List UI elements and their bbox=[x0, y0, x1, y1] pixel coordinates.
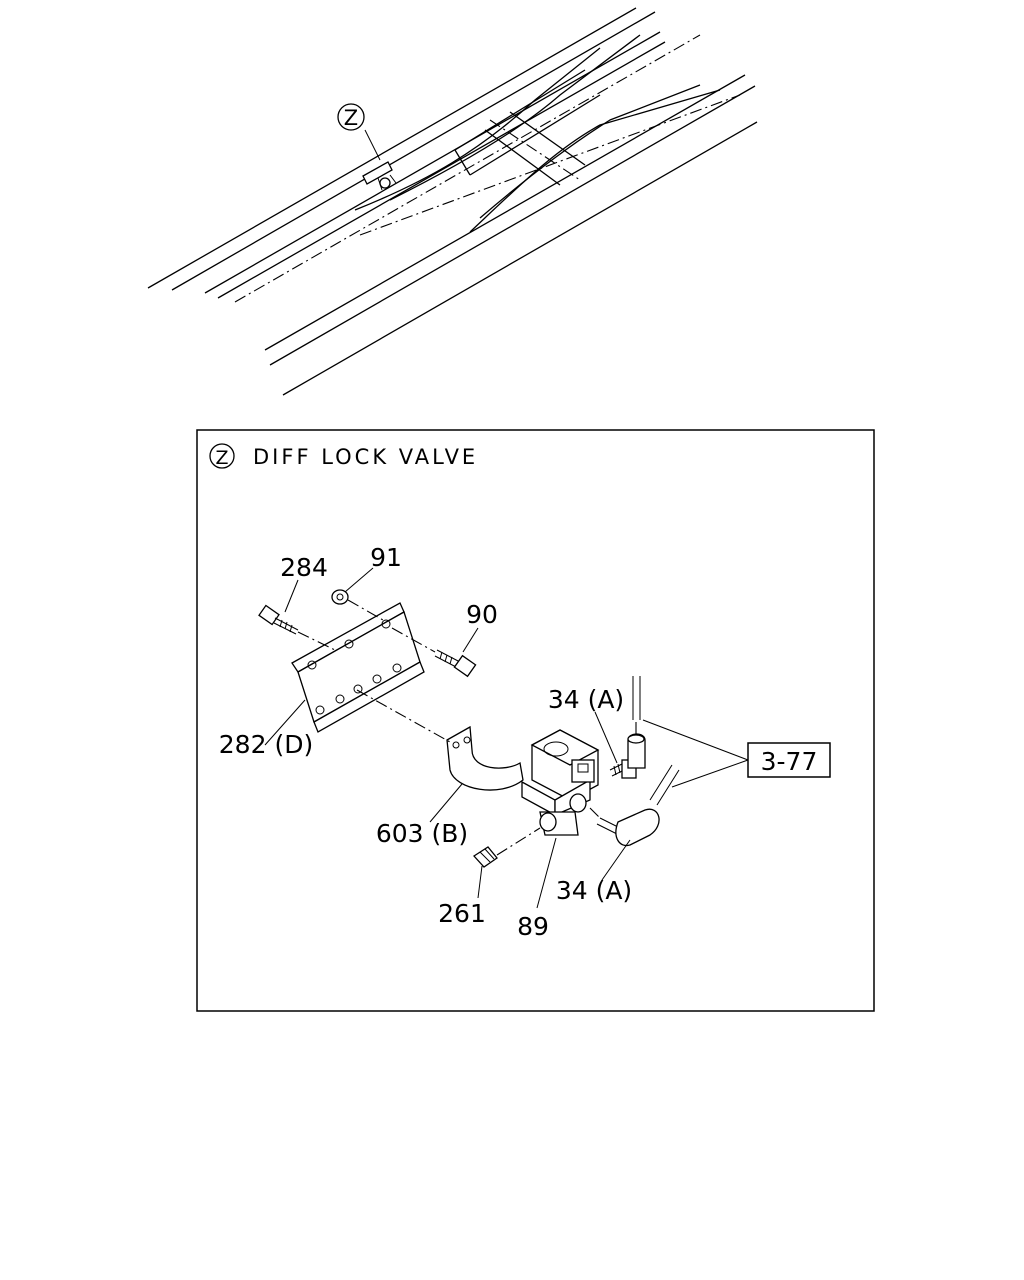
bolt-284 bbox=[258, 604, 336, 651]
label-34a-bottom: 34 (A) bbox=[556, 876, 632, 905]
detail-frame bbox=[196, 429, 875, 1012]
fitting-34a-upper bbox=[609, 676, 646, 779]
overview-callout-letter: Z bbox=[344, 106, 358, 130]
chassis-frame-overview bbox=[147, 7, 758, 396]
leader-lines bbox=[264, 567, 749, 909]
detail-callout-letter: Z bbox=[215, 447, 228, 469]
label-90: 90 bbox=[466, 600, 498, 629]
clamp-603b bbox=[356, 689, 524, 791]
part-labels: 284 91 90 34 (A) 282 (D) 603 (B) 34 (A) … bbox=[219, 543, 632, 941]
fitting-34a-lower bbox=[589, 764, 680, 847]
reference-label: 3-77 bbox=[761, 747, 818, 776]
label-603b: 603 (B) bbox=[376, 819, 468, 848]
label-261: 261 bbox=[438, 899, 486, 928]
detail-title-text: DIFF LOCK VALVE bbox=[253, 445, 478, 469]
bracket-282d bbox=[291, 602, 425, 733]
nut-91 bbox=[331, 589, 384, 621]
label-91: 91 bbox=[370, 543, 402, 572]
detail-title: Z DIFF LOCK VALVE bbox=[209, 443, 478, 469]
bolt-90 bbox=[391, 627, 477, 678]
reference-3-77: 3-77 bbox=[747, 742, 831, 778]
diff-lock-valve-89 bbox=[521, 729, 600, 836]
label-284: 284 bbox=[280, 553, 328, 582]
label-89: 89 bbox=[517, 912, 549, 941]
overview-callout-z: Z bbox=[337, 103, 365, 131]
plug-261 bbox=[473, 827, 541, 868]
label-282d: 282 (D) bbox=[219, 730, 313, 759]
label-34a-top: 34 (A) bbox=[548, 685, 624, 714]
